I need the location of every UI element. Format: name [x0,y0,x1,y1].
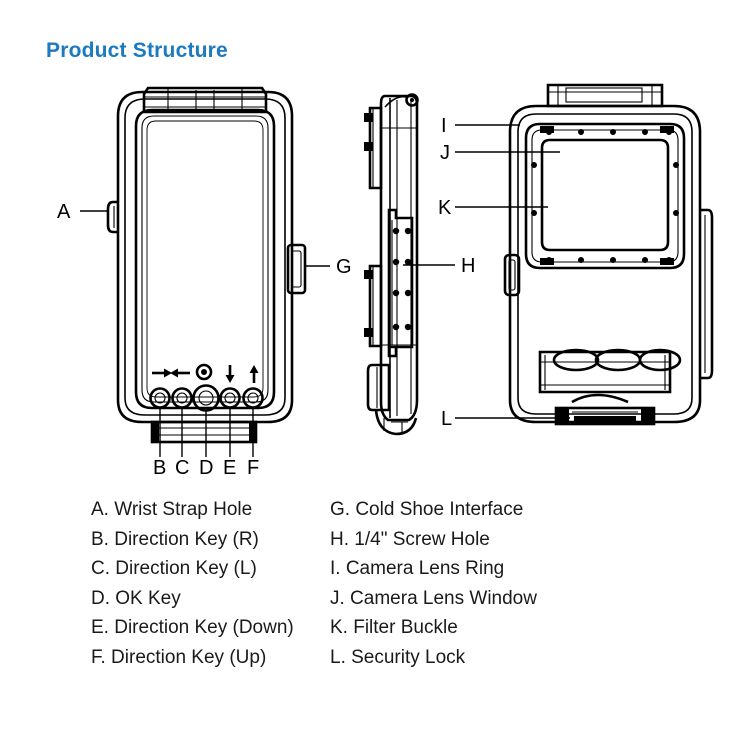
callout-e: E [223,457,236,479]
callout-a: A [57,201,71,223]
legend-item-f: F. Direction Key (Up) [91,646,267,668]
front-view: B C D E F A [57,86,307,479]
legend-item-l: L. Security Lock [330,646,466,668]
back-body-outline [508,104,702,424]
back-top-clamp [546,83,664,108]
arrow-up-icon [249,365,259,383]
back-bottom-vents [538,348,682,394]
callout-k: K [438,197,452,219]
legend-item-a: A. Wrist Strap Hole [91,499,253,520]
callout-f: F [247,457,259,479]
front-body-outline [116,90,294,424]
screw-hole-plate [387,208,414,358]
callout-h: H [461,255,475,277]
wrist-strap-hole [106,200,118,234]
button-icons [152,363,259,383]
legend-column-right: G. Cold Shoe Interface H. 1/4" Screw Hol… [330,495,660,710]
back-view: I J K L [438,83,714,430]
arrow-down-icon [225,365,235,383]
arrow-left-icon [170,368,190,378]
cold-shoe-interface [286,243,307,295]
page-title: Product Structure [46,39,228,62]
callout-g: G [336,256,352,278]
front-button-leaders [159,408,254,457]
arrow-right-icon [152,368,172,378]
product-diagram: B C D E F A [0,70,750,490]
front-button-cluster [149,363,264,412]
lens-ring-screws [531,126,679,265]
legend-item-c: C. Direction Key (L) [91,558,257,579]
back-body-inner-edge [517,113,693,415]
legend-item-e: E. Direction Key (Down) [91,617,294,638]
legend-item-d: D. OK Key [91,587,181,609]
legend: A. Wrist Strap Hole B. Direction Key (R)… [0,495,750,710]
callout-c: C [175,457,189,479]
callout-b: B [153,457,166,479]
legend-item-g: G. Cold Shoe Interface [330,499,524,520]
front-window-frame [134,108,276,410]
front-body-inner-edge [124,98,286,416]
front-bottom-bar [150,420,258,444]
side-top-pivot [384,93,419,108]
callout-l: L [441,408,452,430]
security-lock [554,393,656,426]
callout-i: I [441,115,447,137]
legend-item-h: H. 1/4" Screw Hole [330,528,490,550]
side-latch-rail [364,106,417,348]
camera-lens-ring [524,122,686,270]
camera-lens-window [540,138,670,252]
legend-column-left: A. Wrist Strap Hole B. Direction Key (R)… [0,495,330,710]
ok-circle-icon [195,363,213,381]
legend-item-i: I. Camera Lens Ring [330,558,505,579]
legend-item-b: B. Direction Key (R) [91,528,259,550]
back-right-rail [700,208,714,380]
callout-d: D [199,457,213,479]
button-rings[interactable] [149,384,264,412]
front-window-frame-inner [141,115,269,403]
side-bottom-foot [366,363,418,436]
callout-j: J [440,142,450,164]
legend-item-j: J. Camera Lens Window [330,587,537,609]
side-view: H G [305,93,475,436]
legend-item-k: K. Filter Buckle [330,617,458,638]
back-side-button [503,253,521,297]
